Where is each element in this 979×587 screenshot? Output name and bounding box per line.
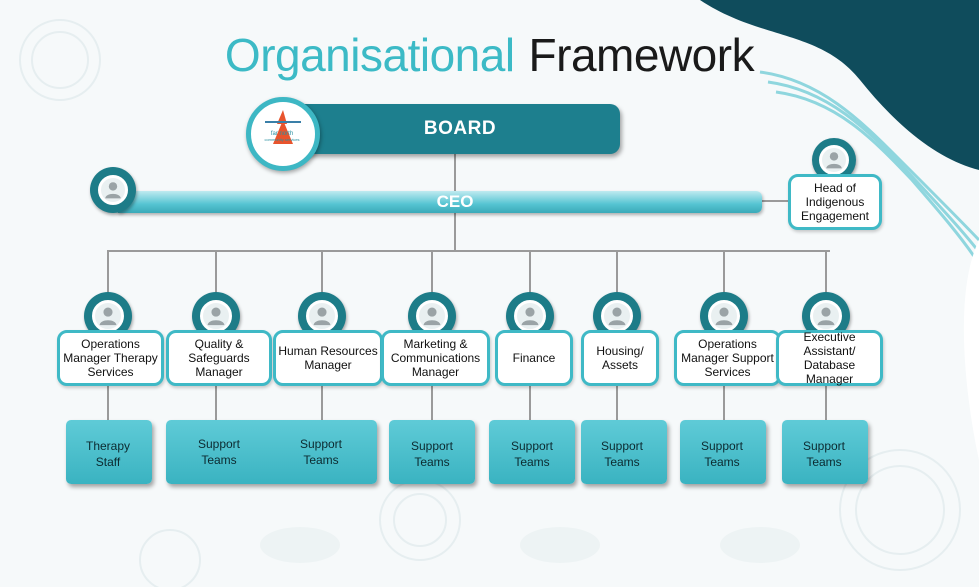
board-label: BOARD <box>423 118 497 139</box>
manager-drop-line <box>321 250 323 310</box>
manager-box: Finance <box>495 330 573 386</box>
manager-drop-line <box>107 250 109 310</box>
team-drop-line <box>215 380 217 422</box>
logo-text: far north community services <box>262 131 302 143</box>
team-drop-line <box>321 380 323 422</box>
team-box <box>581 420 667 484</box>
avatar-frame <box>200 300 232 332</box>
person-icon <box>423 307 441 326</box>
person-icon <box>521 307 539 326</box>
manager-drop-line <box>215 250 217 310</box>
team-drop-line <box>723 380 725 422</box>
manager-branch-line <box>108 250 830 252</box>
manager-box: Operations Manager Support Services <box>674 330 781 386</box>
team-label: Support Teams <box>802 439 846 469</box>
team-box <box>166 420 377 484</box>
team-label: Support Teams <box>299 437 343 467</box>
organisation-logo <box>246 97 320 171</box>
team-box <box>680 420 766 484</box>
person-icon <box>313 307 331 326</box>
team-label: Support Teams <box>197 437 241 467</box>
manager-box: Human Resources Manager <box>273 330 383 386</box>
ceo-head-connector <box>760 200 790 202</box>
person-icon <box>817 307 835 326</box>
board-box <box>270 104 620 154</box>
team-drop-line <box>107 380 109 422</box>
manager-label: Operations Manager Therapy Services <box>63 337 158 379</box>
person-icon <box>207 307 225 326</box>
manager-label: Marketing & Communications Manager <box>390 337 481 379</box>
team-box <box>66 420 152 484</box>
logo-figure-icon <box>265 110 301 144</box>
title-part-2: Framework <box>528 29 755 81</box>
manager-label: Executive Assistant/ Database Manager <box>803 330 856 386</box>
team-label: Therapy Staff <box>85 439 131 469</box>
manager-label: Housing/ Assets <box>596 344 644 372</box>
manager-label: Operations Manager Support Services <box>681 337 774 379</box>
avatar-frame <box>708 300 740 332</box>
team-drop-line <box>616 380 618 422</box>
manager-label: Human Resources Manager <box>278 344 378 372</box>
manager-label: Quality & Safeguards Manager <box>188 337 250 379</box>
logo-line-2: community services <box>264 137 300 142</box>
avatar-frame <box>810 300 842 332</box>
person-icon <box>99 307 117 326</box>
manager-drop-line <box>825 250 827 310</box>
team-label: Support Teams <box>510 439 554 469</box>
manager-drop-line <box>723 250 725 310</box>
manager-drop-line <box>529 250 531 310</box>
head-indigenous-box: Head of Indigenous Engagement <box>788 174 882 230</box>
manager-drop-line <box>616 250 618 310</box>
person-icon <box>608 307 626 326</box>
team-drop-line <box>431 380 433 422</box>
title-part-1: Organisational <box>224 29 515 81</box>
team-drop-line <box>529 380 531 422</box>
team-drop-line <box>825 380 827 422</box>
avatar-frame <box>98 175 128 205</box>
ceo-bar <box>118 191 762 213</box>
manager-box: Housing/ Assets <box>581 330 659 386</box>
avatar-frame <box>601 300 633 332</box>
head-indigenous-label: Head of Indigenous Engagement <box>800 181 870 223</box>
team-label: Support Teams <box>700 439 744 469</box>
team-label: Support Teams <box>410 439 454 469</box>
ceo-down-connector <box>454 212 456 251</box>
manager-box: Operations Manager Therapy Services <box>57 330 164 386</box>
team-label: Support Teams <box>600 439 644 469</box>
team-box <box>489 420 575 484</box>
manager-box: Quality & Safeguards Manager <box>166 330 272 386</box>
team-box <box>389 420 475 484</box>
manager-box: Executive Assistant/ Database Manager <box>776 330 883 386</box>
manager-label: Finance <box>512 351 556 365</box>
person-icon <box>715 307 733 326</box>
person-icon <box>826 152 842 169</box>
avatar-frame <box>416 300 448 332</box>
avatar-frame <box>92 300 124 332</box>
avatar-frame <box>306 300 338 332</box>
manager-drop-line <box>431 250 433 310</box>
board-ceo-connector <box>454 154 456 192</box>
logo-line-1: far north <box>270 131 294 137</box>
team-box <box>782 420 868 484</box>
ceo-label: CEO <box>436 192 474 211</box>
avatar-frame <box>819 145 849 175</box>
manager-box: Marketing & Communications Manager <box>381 330 490 386</box>
ceo-avatar-icon <box>90 167 136 213</box>
person-icon <box>105 182 121 199</box>
avatar-frame <box>514 300 546 332</box>
